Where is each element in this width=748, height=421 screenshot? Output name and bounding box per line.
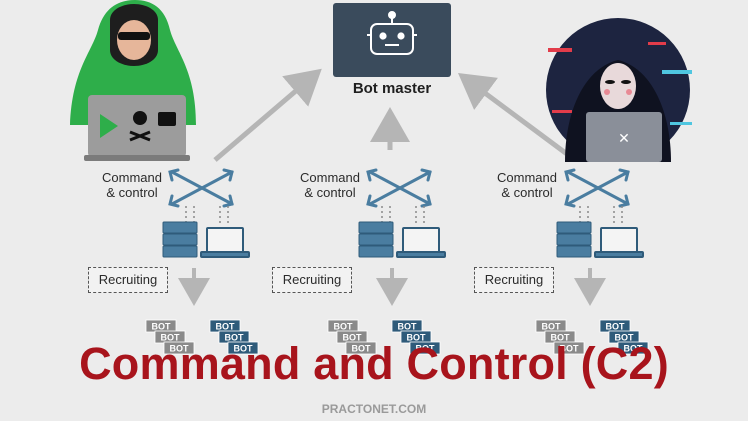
bot-box-label: BOT	[234, 344, 254, 354]
laptop-center-icon	[396, 227, 446, 258]
laptop-left-icon	[200, 227, 250, 258]
server-left-icon	[162, 221, 198, 258]
bot-box-label: BOT	[334, 322, 354, 332]
bot-box	[163, 341, 195, 355]
cc-router-right-icon	[564, 168, 630, 208]
cc-label-center-line1: Command	[300, 170, 360, 185]
bot-box-label: BOT	[416, 344, 436, 354]
bot-box	[553, 341, 585, 355]
bot-box-label: BOT	[152, 322, 172, 332]
bot-box-label: BOT	[216, 322, 236, 332]
bot-box-label: BOT	[398, 322, 418, 332]
cc-label-right-line1: Command	[497, 170, 557, 185]
arrow-right-to-master	[457, 73, 577, 163]
recruiting-box-left: Recruiting	[88, 267, 168, 293]
bot-box	[227, 341, 259, 355]
bot-box-label: BOT	[170, 344, 190, 354]
bot-box-label: BOT	[551, 333, 571, 343]
bot-box-label: BOT	[615, 333, 635, 343]
server-right-icon	[556, 221, 592, 258]
cc-label-center: Command & control	[290, 170, 370, 200]
cc-router-center-icon	[366, 168, 432, 208]
cc-label-left: Command & control	[92, 170, 172, 200]
bot-master-box	[333, 3, 451, 77]
robot-icon	[367, 11, 417, 55]
footer-site-name: PRACTONET.COM	[321, 402, 427, 416]
server-center-icon	[358, 221, 394, 258]
bot-box-label: BOT	[407, 333, 427, 343]
svg-text:✕: ✕	[618, 131, 630, 147]
bot-master	[333, 3, 451, 77]
cc-label-left-line2: & control	[106, 185, 158, 200]
bot-box-label: BOT	[343, 333, 363, 343]
arrows-to-bots	[178, 268, 606, 306]
bot-box-label: BOT	[542, 322, 562, 332]
bot-master-label: Bot master	[352, 80, 432, 97]
cc-router-left-icon	[168, 168, 234, 208]
bot-box-label: BOT	[560, 344, 580, 354]
cc-label-left-line1: Command	[102, 170, 162, 185]
arrows-to-bot-master	[213, 68, 577, 163]
cc-label-center-line2: & control	[304, 185, 356, 200]
recruiting-box-right: Recruiting	[474, 267, 554, 293]
bot-box-label: BOT	[606, 322, 626, 332]
cc-label-right-line2: & control	[501, 185, 553, 200]
laptop-right-icon	[594, 227, 644, 258]
bot-box-label: BOT	[225, 333, 245, 343]
hacker-right-icon: ✕	[546, 18, 692, 162]
bot-box-label: BOT	[161, 333, 181, 343]
arrow-left-to-master	[213, 68, 322, 162]
bot-stacks: BOTBOTBOTBOTBOTBOTBOTBOTBOTBOTBOTBOTBOTB…	[145, 319, 649, 355]
bot-box-label: BOT	[352, 344, 372, 354]
bot-box	[617, 341, 649, 355]
headline-title: Command and Control (C2)	[79, 338, 669, 389]
hacker-left-icon	[70, 0, 196, 161]
bot-box	[409, 341, 441, 355]
bot-box	[345, 341, 377, 355]
cc-label-right: Command & control	[487, 170, 567, 200]
router-links	[185, 206, 623, 226]
recruiting-box-center: Recruiting	[272, 267, 352, 293]
bot-box-label: BOT	[624, 344, 644, 354]
